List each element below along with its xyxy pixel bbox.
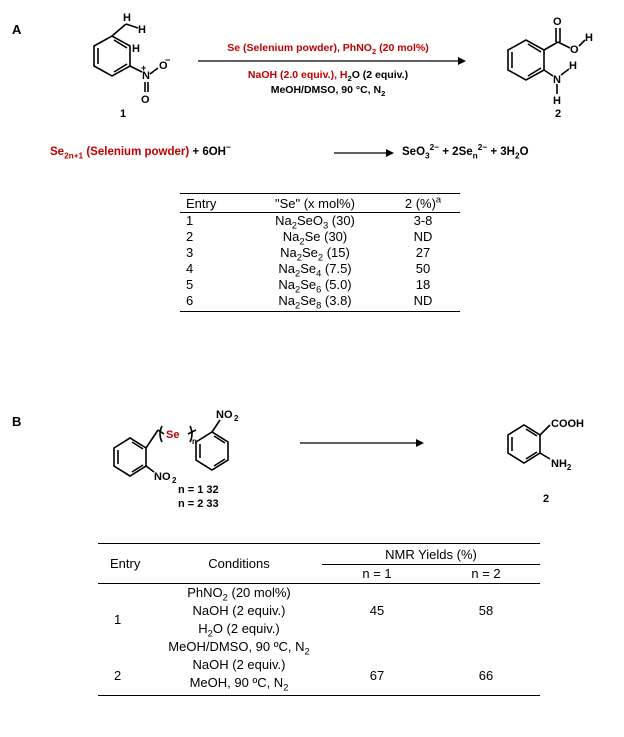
panel-a-label: A (12, 22, 22, 37)
table-a-se-species: Na2Se (30) (282, 229, 348, 247)
table-b-row2-yield-n1: 67 (322, 656, 432, 696)
table-a-entry: 6 (180, 293, 244, 312)
table-a-yield: 3-8 (413, 213, 433, 228)
equation-arrow (334, 149, 394, 157)
reaction-arrow-a (198, 57, 466, 65)
table-a-yield: ND (413, 229, 433, 244)
table-a-header-yield: 2 (%)a (386, 193, 460, 213)
table-row: 4 Na2Se4 (7.5) 50 (180, 261, 460, 279)
panel-b-label: B (12, 414, 22, 429)
table-b-row2-cond1: NaOH (2 equiv.) (192, 657, 286, 672)
selenium-equation-left: Se2n+1 (Selenium powder) + 6OH− (50, 143, 231, 161)
svg-text:H: H (569, 60, 577, 72)
reagents-line-2: NaOH (2.0 equiv.), H2O (2 equiv.) (247, 69, 409, 84)
compound-2-label-b: 2 (543, 493, 550, 505)
table-b-row1-cond2: NaOH (2 equiv.) (192, 603, 286, 618)
svg-text:H: H (132, 43, 140, 55)
table-a-yield: 18 (415, 277, 431, 292)
table-row: 3 Na2Se2 (15) 27 (180, 245, 460, 263)
diselenide-structure: Se n NO 2 NO 2 (113, 409, 239, 485)
table-a-entry: 1 (186, 213, 194, 228)
table-b-header-conditions: Conditions (156, 543, 322, 584)
table-a-yield: 50 (415, 261, 431, 276)
table-a-entry: 2 (186, 229, 194, 244)
table-b-row1-cond1: PhNO2 (20 mol%) (187, 585, 291, 603)
svg-text:2: 2 (172, 476, 177, 485)
svg-text:O: O (141, 94, 150, 106)
svg-text:N: N (553, 74, 561, 86)
cooh-group: COOH (551, 418, 584, 430)
svg-text:−: − (165, 55, 170, 65)
svg-text:NO: NO (216, 409, 233, 421)
table-a-yield: 27 (415, 245, 431, 260)
svg-text:Se: Se (166, 429, 179, 441)
table-b-row2-cond2: MeOH, 90 ºC, N2 (156, 674, 322, 696)
table-b-row1-cond4: MeOH/DMSO, 90 ºC, N2 (168, 639, 310, 657)
table-b-row1-yield-n2: 58 (478, 603, 494, 618)
compound-32-label: n = 1 32 (178, 484, 219, 496)
table-a-header-entry: Entry (180, 193, 244, 213)
table-a-entry: 3 (186, 245, 194, 260)
table-a-se-species: Na2Se6 (5.0) (278, 277, 352, 295)
compound-1-label: 1 (120, 108, 127, 120)
compound-1-structure: H H H N + O − O (93, 12, 170, 106)
svg-text:+: + (141, 63, 146, 73)
table-b-header-yields: NMR Yields (%) (322, 543, 540, 565)
table-a-se-species: Na2SeO3 (30) (275, 213, 355, 231)
compound-2-structure: O O H N H H (507, 16, 593, 107)
svg-text:n: n (192, 437, 197, 446)
table-b-row1-cond3: H2O (2 equiv.) (198, 621, 280, 639)
table-b-row1-entry: 1 (114, 612, 122, 627)
svg-text:O: O (553, 16, 562, 28)
svg-text:H: H (138, 24, 146, 36)
table-a-se-species: Na2Se2 (15) (280, 245, 350, 263)
compound-33-label: n = 2 33 (178, 498, 219, 510)
table-b-row2-entry: 2 (98, 656, 156, 696)
svg-text:O: O (570, 44, 579, 56)
compound-2-label: 2 (555, 108, 562, 120)
svg-text:H: H (553, 95, 561, 107)
table-row: 5 Na2Se6 (5.0) 18 (180, 277, 460, 295)
table-a-entry: 5 (186, 277, 194, 292)
table-b-header-entry: Entry (98, 543, 156, 584)
anthranilic-acid-structure: COOH NH2 (507, 418, 584, 472)
diselenide-conditions-table: Entry Conditions NMR Yields (%) n = 1 n … (98, 543, 540, 696)
table-b-row2-yield-n2: 66 (432, 656, 540, 696)
svg-text:H: H (123, 12, 131, 24)
reagents-line-3: MeOH/DMSO, 90 °C, N2 (270, 84, 386, 99)
svg-text:O: O (159, 60, 168, 72)
selenium-equation-right: SeO32− + 2Sen2− + 3H2O (402, 143, 529, 161)
nh2-group: NH2 (551, 458, 572, 472)
table-a-yield: ND (386, 293, 460, 312)
table-a-entry: 4 (186, 261, 194, 276)
table-a-se-species: Na2Se8 (3.8) (244, 293, 386, 312)
table-row: 2 Na2Se (30) ND (180, 229, 460, 247)
svg-text:NO: NO (154, 471, 171, 483)
svg-text:H: H (585, 32, 593, 44)
svg-text:2: 2 (234, 414, 239, 423)
table-b-header-n2: n = 2 (432, 564, 540, 584)
table-a-header-se: "Se" (x mol%) (244, 193, 386, 213)
table-row: 1 Na2SeO3 (30) 3-8 (180, 213, 460, 230)
table-a-se-species: Na2Se4 (7.5) (278, 261, 352, 279)
reaction-arrow-b (300, 439, 424, 447)
svg-text:N: N (142, 70, 150, 82)
selenium-screening-table: Entry "Se" (x mol%) 2 (%)a 1 Na2SeO3 (30)… (180, 193, 460, 312)
table-b-row1-yield-n1: 45 (369, 603, 385, 618)
reagents-line-1: Se (Selenium powder), PhNO2 (20 mol%) (227, 42, 429, 57)
table-b-header-n1: n = 1 (322, 564, 432, 584)
